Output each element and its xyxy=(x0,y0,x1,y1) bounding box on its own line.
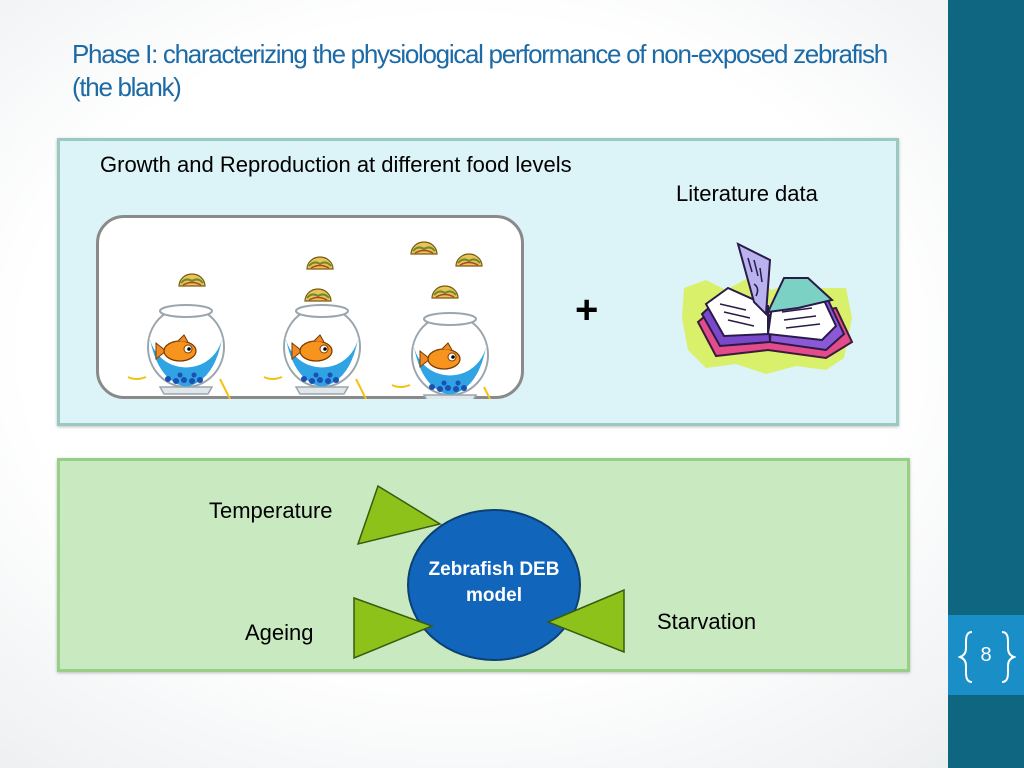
slide-number: 8 xyxy=(980,644,992,666)
fishbowl-1 xyxy=(127,273,231,399)
literature-data-label: Literature data xyxy=(676,181,818,206)
fishbowls-illustration xyxy=(127,241,495,399)
slide-title: Phase I: characterizing the physiologica… xyxy=(72,39,888,102)
fishbowl-2 xyxy=(263,256,367,399)
temperature-label: Temperature xyxy=(209,498,333,523)
model-label: Zebrafish DEB model xyxy=(428,559,560,606)
growth-reproduction-label: Growth and Reproduction at different foo… xyxy=(100,152,572,177)
temperature-arrow-icon xyxy=(356,484,442,546)
deb-model-diagram xyxy=(353,484,625,661)
fishbowl-3 xyxy=(391,241,495,399)
model-circle xyxy=(407,509,581,661)
ageing-arrow-icon xyxy=(353,596,435,660)
starvation-arrow-icon xyxy=(546,588,625,654)
starvation-label: Starvation xyxy=(657,609,757,634)
plus-sign: + xyxy=(575,288,599,332)
open-book-icon xyxy=(682,242,854,374)
page-brace-icon xyxy=(958,631,1016,683)
ageing-label: Ageing xyxy=(245,620,314,645)
